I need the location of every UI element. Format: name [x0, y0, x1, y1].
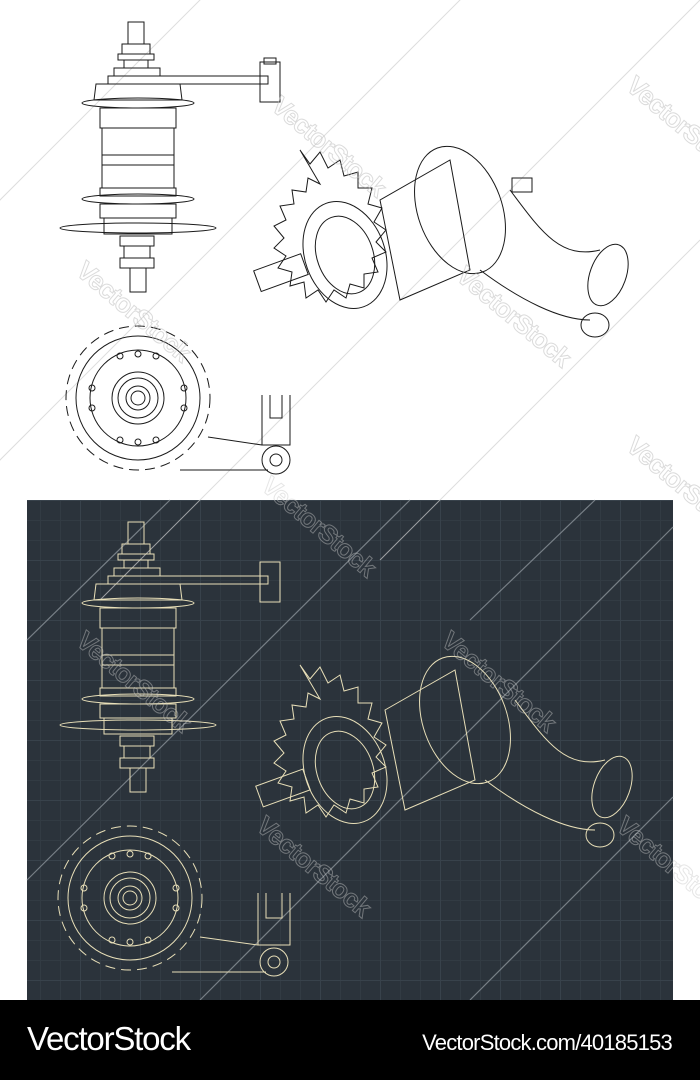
end-view-sprocket-light	[65, 325, 291, 475]
light-drawings	[59, 21, 629, 475]
side-view-hub-light	[59, 21, 281, 293]
brand-logo: VectorStock	[27, 1020, 191, 1057]
isometric-hub-dark	[255, 655, 633, 848]
footer-bar: VectorStock VectorStock.com/40185153	[0, 1000, 700, 1080]
dark-blueprint-panel	[27, 500, 673, 1000]
end-view-sprocket-dark	[57, 825, 291, 977]
watermark-diagonal-lines	[0, 0, 700, 1000]
dark-drawings	[57, 521, 633, 977]
isometric-hub-light	[253, 145, 629, 338]
side-view-hub-dark	[59, 521, 281, 793]
illustration-canvas: VectorStock VectorStock VectorStock Vect…	[0, 0, 700, 1000]
image-url: VectorStock.com/40185153	[422, 1030, 673, 1055]
